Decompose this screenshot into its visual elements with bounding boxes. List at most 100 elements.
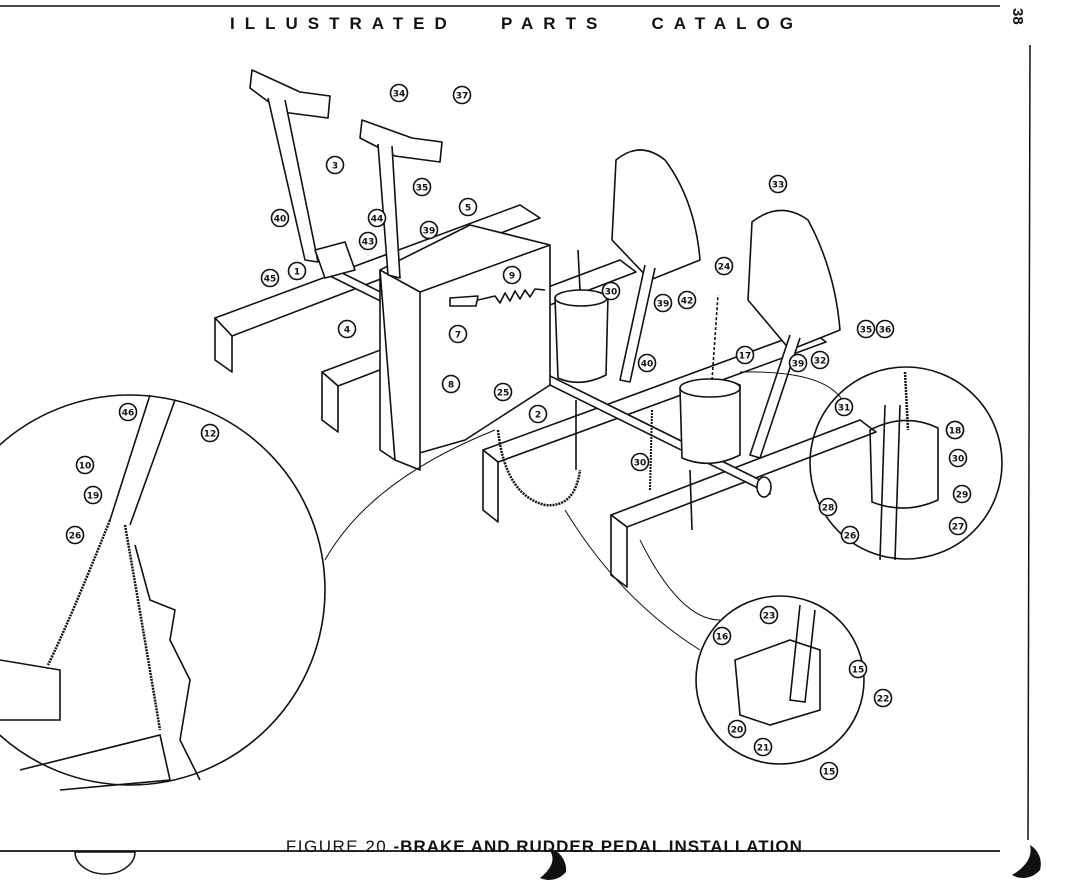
callout-main: 40 <box>637 353 657 373</box>
callout-number: 7 <box>455 331 461 341</box>
callout-main: 36 <box>875 319 895 339</box>
callout-number: 40 <box>641 360 654 370</box>
callout-number: 26 <box>69 532 82 542</box>
callout-main: 2 <box>528 404 548 424</box>
callout-number: 19 <box>87 492 100 502</box>
callout-number: 20 <box>731 726 744 736</box>
callout-number: 45 <box>264 275 277 285</box>
callout-number: 9 <box>509 272 515 282</box>
callout-number: 42 <box>681 297 694 307</box>
callout-right-detail: 28 <box>818 497 838 517</box>
callout-right-detail: 29 <box>952 484 972 504</box>
callout-main: 17 <box>735 345 755 365</box>
callout-bottom-detail: 16 <box>712 626 732 646</box>
callout-number: 21 <box>757 744 770 754</box>
callout-bubble <box>448 324 468 344</box>
callout-bubble <box>788 353 808 373</box>
callout-bubble <box>441 374 461 394</box>
callout-bubble <box>75 455 95 475</box>
callout-bubble <box>325 155 345 175</box>
figure-title: -BRAKE AND RUDDER PEDAL INSTALLATION <box>393 837 803 856</box>
callout-number: 27 <box>952 523 965 533</box>
callout-number: 39 <box>423 227 436 237</box>
callout-bubble <box>493 382 513 402</box>
callout-number: 40 <box>274 215 287 225</box>
callout-main: 39 <box>653 293 673 313</box>
callout-main: 35 <box>856 319 876 339</box>
callout-number: 39 <box>657 300 670 310</box>
callout-number: 30 <box>634 459 647 469</box>
callout-bubble <box>452 85 472 105</box>
callout-number: 26 <box>844 532 857 542</box>
callout-number: 12 <box>204 430 217 440</box>
callout-number: 28 <box>822 504 835 514</box>
callout-bubble <box>637 353 657 373</box>
callout-bubble <box>458 197 478 217</box>
callout-bubble <box>945 420 965 440</box>
callout-number: 30 <box>952 455 965 465</box>
callout-number: 29 <box>956 491 969 501</box>
callout-bubble <box>412 177 432 197</box>
callout-bubble <box>818 497 838 517</box>
callout-bubble <box>753 737 773 757</box>
callout-bottom-detail: 21 <box>753 737 773 757</box>
callout-bubble <box>768 174 788 194</box>
callout-number: 3 <box>332 162 338 172</box>
figure-caption: FIGURE 20 -BRAKE AND RUDDER PEDAL INSTAL… <box>263 817 803 877</box>
detail-views <box>0 366 1003 791</box>
callout-main: 3 <box>325 155 345 175</box>
callout-number: 15 <box>823 768 836 778</box>
callout-main: 25 <box>493 382 513 402</box>
callout-main: 42 <box>677 290 697 310</box>
callout-main: 37 <box>452 85 472 105</box>
callout-main: 43 <box>358 231 378 251</box>
callout-bubble <box>712 626 732 646</box>
callout-number: 15 <box>852 666 865 676</box>
callout-bubble <box>856 319 876 339</box>
callout-bubble <box>502 265 522 285</box>
callout-number: 39 <box>792 360 805 370</box>
callout-bubble <box>270 208 290 228</box>
page-frame <box>0 5 1031 852</box>
callout-bottom-detail: 22 <box>873 688 893 708</box>
callout-main: 7 <box>448 324 468 344</box>
callout-main: 45 <box>260 268 280 288</box>
callout-main: 30 <box>630 452 650 472</box>
callout-bubble <box>419 220 439 240</box>
callout-left-detail: 46 <box>118 402 138 422</box>
callout-number: 33 <box>772 181 785 191</box>
callout-number: 43 <box>362 238 375 248</box>
callout-right-detail: 27 <box>948 516 968 536</box>
callout-main: 39 <box>419 220 439 240</box>
callout-main: 5 <box>458 197 478 217</box>
callout-number: 35 <box>416 184 429 194</box>
callout-bottom-detail: 15 <box>848 659 868 679</box>
callout-number: 24 <box>718 263 731 273</box>
callout-main: 40 <box>270 208 290 228</box>
callout-bubble <box>727 719 747 739</box>
callout-bubble <box>601 281 621 301</box>
callout-main: 9 <box>502 265 522 285</box>
callout-bubble <box>677 290 697 310</box>
callout-number: 35 <box>860 326 873 336</box>
callout-bubble <box>735 345 755 365</box>
callout-number: 17 <box>739 352 752 362</box>
callout-bubble <box>287 261 307 281</box>
callout-number: 23 <box>763 612 776 622</box>
callout-number: 32 <box>814 357 827 367</box>
callout-right-detail: 30 <box>948 448 968 468</box>
callout-right-detail: 26 <box>840 525 860 545</box>
callout-bubble <box>848 659 868 679</box>
callout-main: 8 <box>441 374 461 394</box>
callout-bubble <box>83 485 103 505</box>
callout-bottom-detail: 23 <box>759 605 779 625</box>
callout-bubble <box>200 423 220 443</box>
callout-bubble <box>948 448 968 468</box>
callout-number: 22 <box>877 695 890 705</box>
callout-bubble <box>875 319 895 339</box>
callout-bubble <box>810 350 830 370</box>
figure-number: FIGURE 20 <box>285 837 394 856</box>
callout-number: 36 <box>879 326 892 336</box>
